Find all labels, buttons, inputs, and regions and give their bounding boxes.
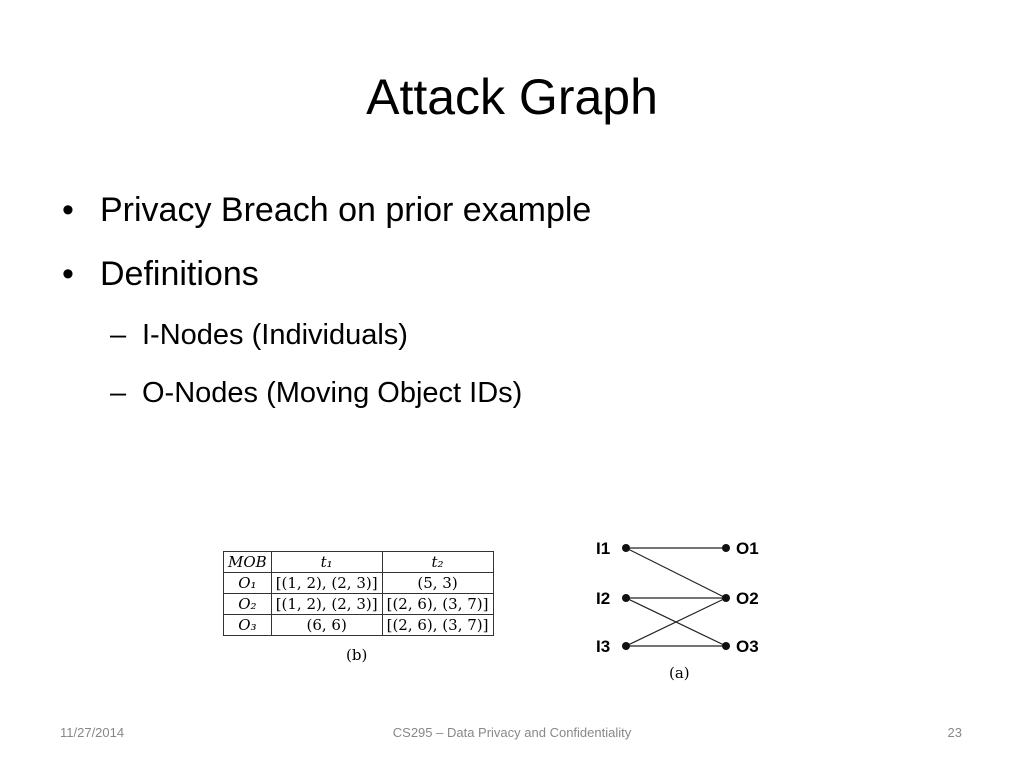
mob-table: MOB t₁ t₂ O₁ [(1, 2), (2, 3)] (5, 3) O₂ … — [223, 551, 494, 636]
table-cell: (6, 6) — [270, 614, 383, 636]
sub-bullet-item: – O-Nodes (Moving Object IDs) — [62, 374, 962, 412]
table-cell: (5, 3) — [381, 572, 494, 594]
o-node-label: O2 — [736, 589, 759, 608]
sub-bullet-text: O-Nodes (Moving Object IDs) — [142, 377, 523, 409]
graph-edges — [625, 547, 727, 647]
footer-course: CS295 – Data Privacy and Confidentiality — [392, 725, 632, 740]
table-cell: O₃ — [223, 614, 272, 636]
bullet-icon: • — [62, 255, 74, 293]
o-node-dot — [722, 544, 730, 552]
attack-graph: I1 I2 I3 O1 O2 O3 — [596, 539, 759, 656]
bullet-icon: • — [62, 191, 74, 229]
footer-page-number: 23 — [947, 725, 962, 740]
graph-edge — [625, 597, 727, 647]
bullet-text: Privacy Breach on prior example — [100, 191, 592, 229]
table-cell: [(1, 2), (2, 3)] — [270, 572, 383, 594]
i-node-label: I2 — [596, 589, 610, 608]
i-node-label: I1 — [596, 539, 610, 558]
table-cell: [(2, 6), (3, 7)] — [381, 593, 494, 615]
table-cell: [(2, 6), (3, 7)] — [381, 614, 494, 636]
table-cell: [(1, 2), (2, 3)] — [270, 593, 383, 615]
table-cell: O₁ — [223, 572, 272, 594]
table-row: O₂ [(1, 2), (2, 3)] [(2, 6), (3, 7)] — [223, 593, 494, 615]
table-header: t₂ — [381, 551, 494, 573]
table-header-row: MOB t₁ t₂ — [223, 551, 494, 573]
table-cell: O₂ — [223, 593, 272, 615]
o-node-label: O1 — [736, 539, 759, 558]
table-caption: (b) — [346, 646, 368, 664]
o-node-dot — [722, 594, 730, 602]
i-node-dot — [622, 544, 630, 552]
table-header: MOB — [223, 551, 272, 573]
dash-icon: – — [110, 319, 127, 351]
sub-bullet-item: – I-Nodes (Individuals) — [62, 316, 962, 354]
table-header: t₁ — [270, 551, 383, 573]
i-node-dot — [622, 642, 630, 650]
table-row: O₁ [(1, 2), (2, 3)] (5, 3) — [223, 572, 494, 594]
bullet-item: • Privacy Breach on prior example — [62, 188, 962, 232]
i-node-label: I3 — [596, 637, 610, 656]
table-row: O₃ (6, 6) [(2, 6), (3, 7)] — [223, 614, 494, 636]
bullet-list: • Privacy Breach on prior example • Defi… — [62, 188, 962, 432]
slide-title: Attack Graph — [366, 69, 658, 125]
graph-edge — [625, 547, 727, 599]
bullet-item: • Definitions — [62, 252, 962, 296]
o-node-label: O3 — [736, 637, 759, 656]
graph-caption: (a) — [669, 664, 690, 682]
o-node-dot — [722, 642, 730, 650]
i-node-dot — [622, 594, 630, 602]
sub-bullet-text: I-Nodes (Individuals) — [142, 319, 408, 351]
footer-date: 11/27/2014 — [60, 725, 125, 740]
bullet-text: Definitions — [100, 255, 259, 293]
dash-icon: – — [110, 377, 127, 409]
